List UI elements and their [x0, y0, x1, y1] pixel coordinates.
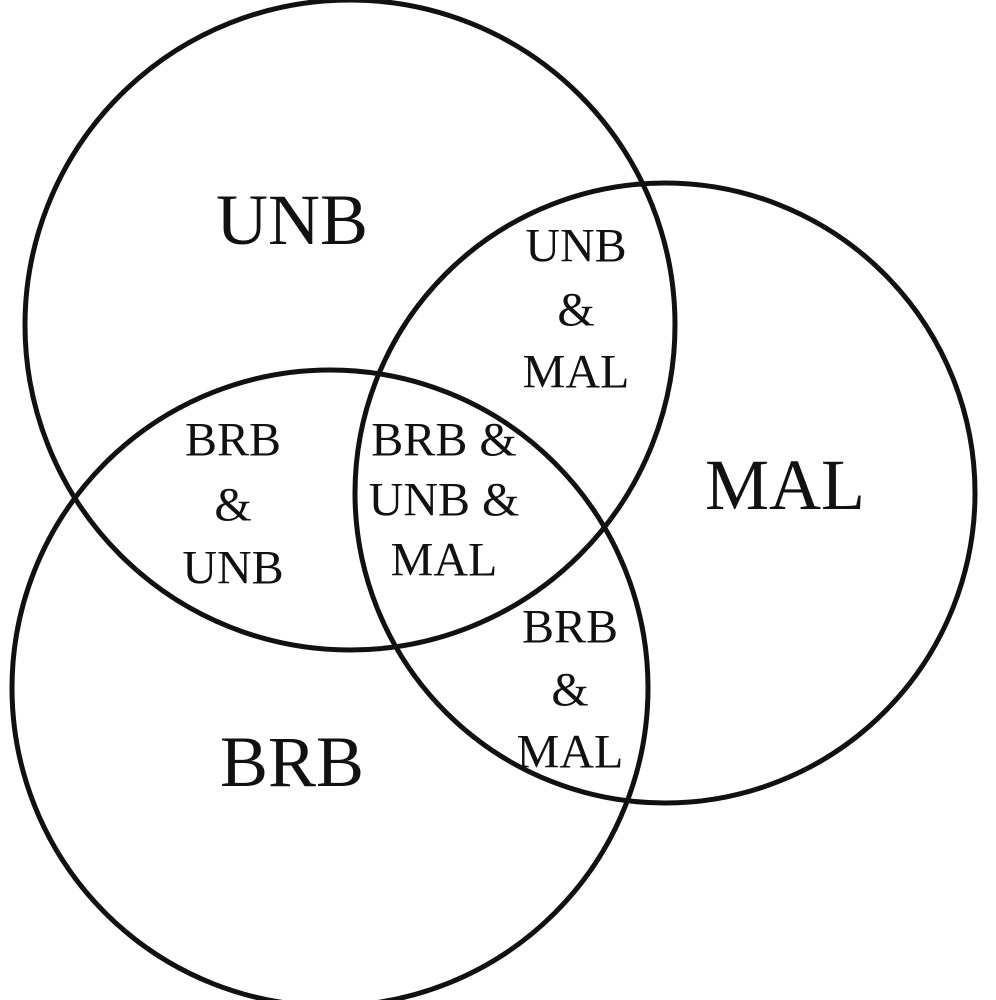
region-unb-mal-line-3: MAL: [523, 346, 630, 399]
circle-mal: [352, 180, 978, 806]
region-unb-mal-line-2: &: [557, 284, 594, 337]
region-brb-mal: BRB & MAL: [517, 601, 624, 779]
region-brb-unb-line-2: &: [214, 479, 251, 532]
region-brb-unb-mal-line-3: MAL: [391, 534, 498, 587]
region-brb-unb-line-3: UNB: [182, 542, 283, 595]
label-mal: MAL: [705, 445, 865, 525]
circle-brb: [9, 367, 651, 1000]
label-unb: UNB: [216, 180, 368, 260]
region-brb-unb-mal-line-1: BRB &: [371, 414, 516, 467]
region-brb-unb-line-1: BRB: [185, 414, 281, 467]
circle-unb: [22, 0, 678, 653]
region-brb-mal-line-2: &: [551, 664, 588, 717]
region-brb-unb: BRB & UNB: [182, 414, 283, 595]
region-brb-unb-mal: BRB & UNB & MAL: [369, 414, 520, 587]
region-brb-mal-line-1: BRB: [522, 601, 618, 654]
region-unb-mal-line-1: UNB: [525, 220, 626, 273]
region-unb-mal: UNB & MAL: [523, 220, 630, 399]
region-brb-mal-line-3: MAL: [517, 726, 624, 779]
region-brb-unb-mal-line-2: UNB &: [369, 474, 520, 527]
label-brb: BRB: [220, 722, 364, 802]
